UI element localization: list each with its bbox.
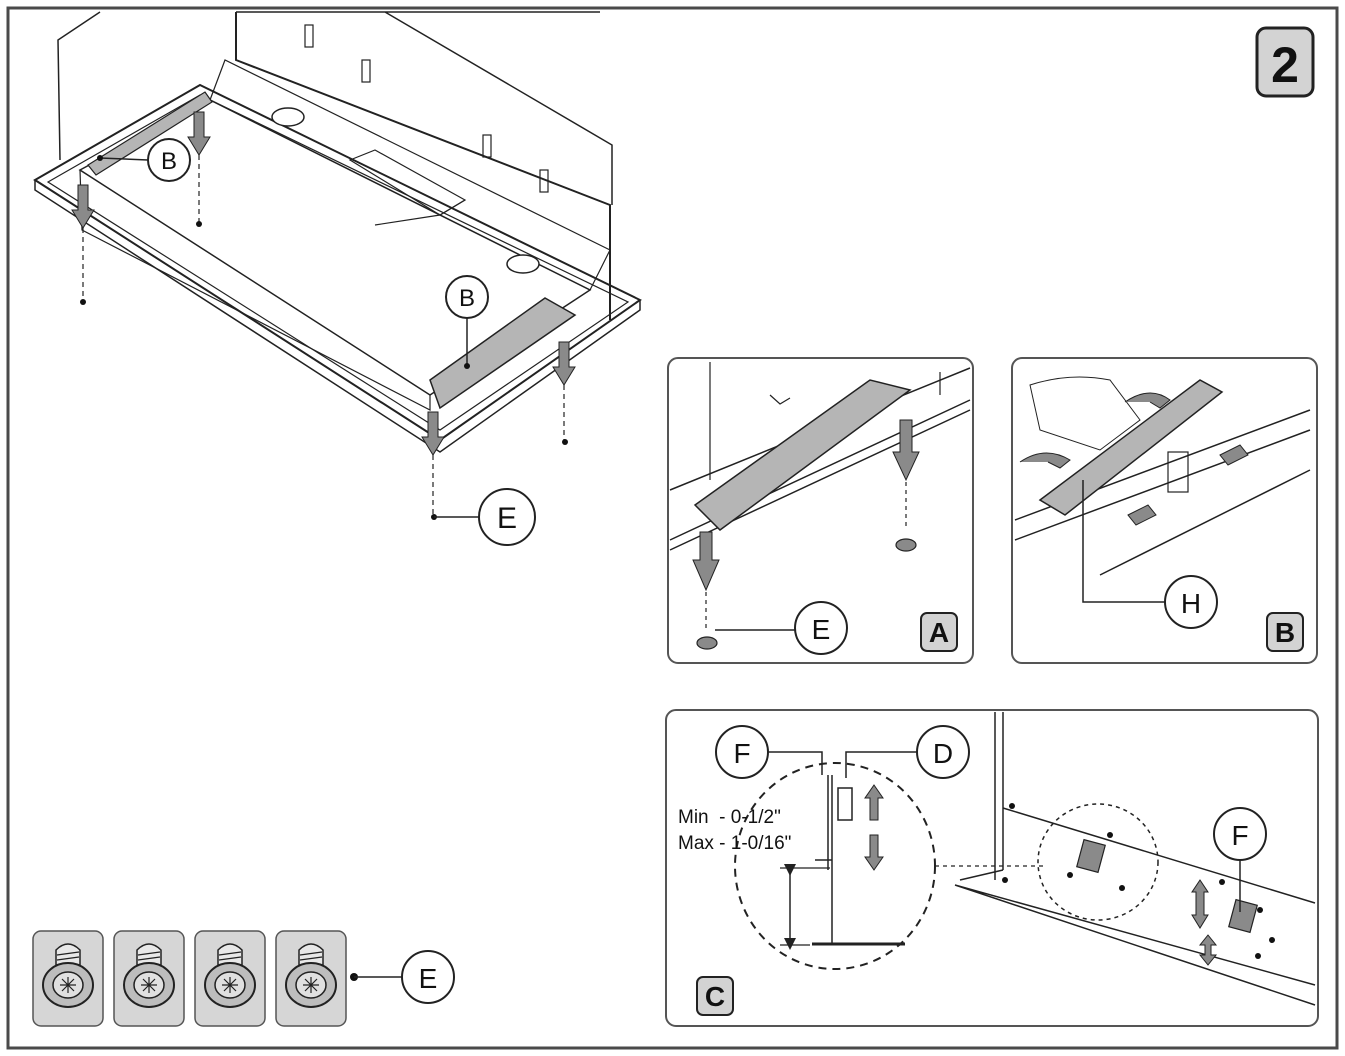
svg-text:E: E — [812, 614, 831, 645]
svg-text:F: F — [1231, 820, 1248, 851]
panel-c-tag: C — [696, 976, 734, 1016]
vent-hole — [271, 107, 305, 127]
down-arrow — [71, 184, 95, 229]
svg-text:E: E — [419, 963, 438, 994]
down-arrow — [552, 341, 576, 386]
detail-panel-c: Min - 0-1/2" Max - 1-0/16" F D F C — [665, 709, 1319, 1027]
callout-h: H — [1082, 480, 1218, 629]
callout-d: D — [845, 725, 970, 779]
step-number: 2 — [1271, 37, 1299, 93]
right-bracket — [429, 297, 577, 410]
screw-tile — [113, 930, 185, 1027]
svg-text:E: E — [497, 502, 517, 535]
step-badge: 2 — [1255, 26, 1315, 98]
svg-text:F: F — [733, 738, 750, 769]
screw-tile — [32, 930, 104, 1027]
screw-tile — [275, 930, 347, 1027]
svg-text:B: B — [161, 148, 177, 175]
panel-b-tag: B — [1266, 612, 1304, 652]
svg-text:A: A — [929, 617, 949, 648]
callout-e-main: E — [434, 488, 536, 546]
svg-text:B: B — [1275, 617, 1295, 648]
panel-a-tag: A — [920, 612, 958, 652]
page-frame — [6, 6, 1339, 1050]
callout-b-right: B — [445, 275, 489, 369]
max-measurement: Max - 1-0/16" — [678, 833, 791, 854]
callout-e-screws: E — [350, 950, 455, 1004]
vent-hole — [506, 254, 540, 274]
callout-e-panel-a: E — [715, 601, 848, 655]
screw-tile — [194, 930, 266, 1027]
down-arrow — [421, 411, 445, 456]
svg-text:C: C — [705, 981, 725, 1012]
svg-text:H: H — [1181, 588, 1201, 619]
left-bracket — [87, 91, 213, 176]
callout-b-left: B — [97, 138, 191, 182]
down-arrow — [187, 111, 211, 156]
detail-panel-a: E A — [667, 357, 974, 664]
callout-f-right: F — [1213, 807, 1267, 912]
detail-panel-b: H B — [1011, 357, 1318, 664]
svg-text:D: D — [933, 738, 953, 769]
callout-f-zoom: F — [715, 725, 823, 779]
hood-illustration: B B E — [33, 11, 642, 546]
min-measurement: Min - 0-1/2" — [678, 807, 781, 828]
svg-text:B: B — [459, 285, 475, 312]
screw-row — [32, 930, 347, 1027]
